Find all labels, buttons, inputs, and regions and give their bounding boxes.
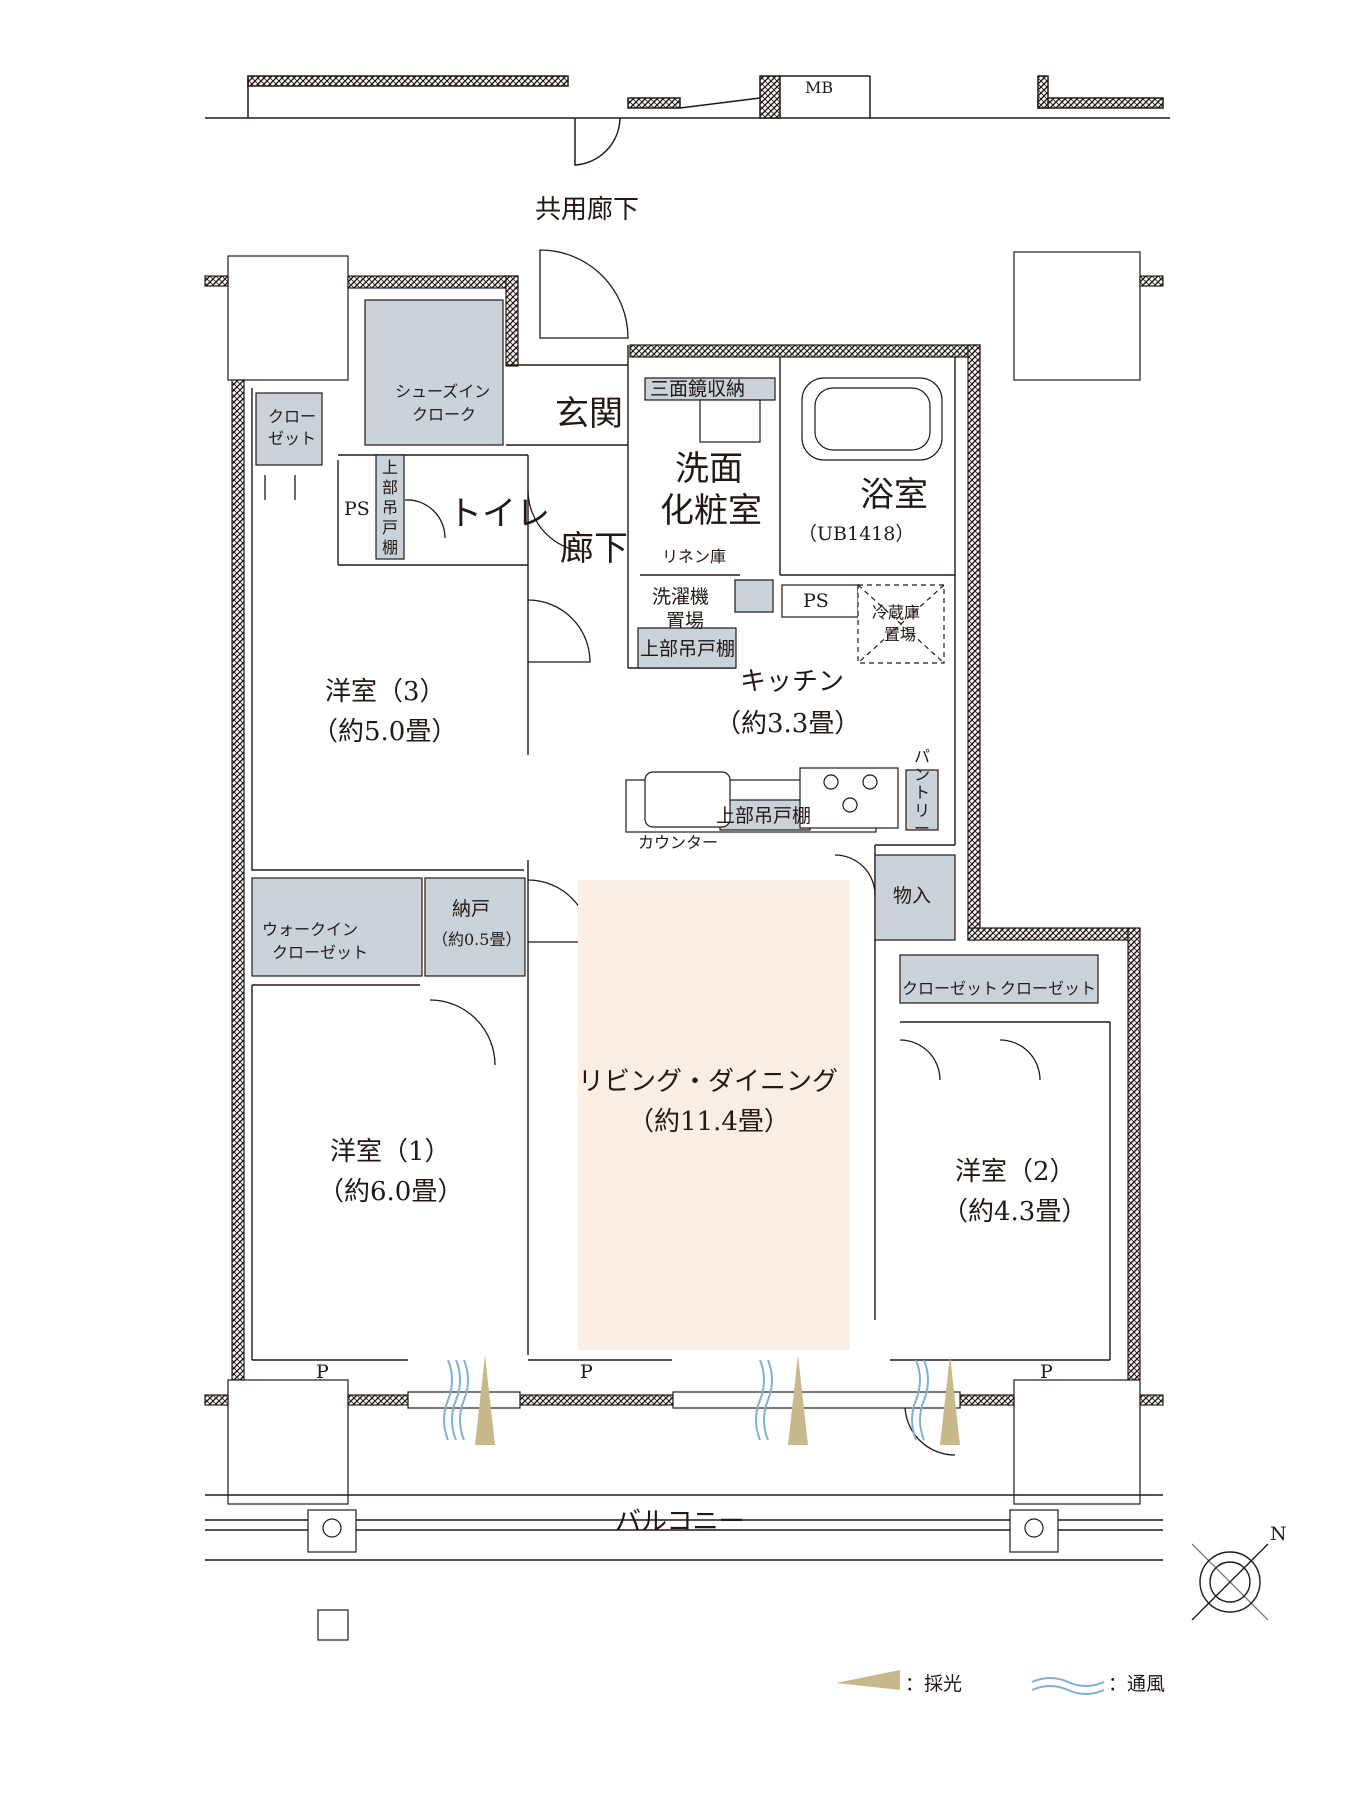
- linen-label: リネン庫: [662, 547, 726, 566]
- upper-shelf-wash-label: 上部吊戸棚: [640, 638, 735, 660]
- p-label-center: P: [580, 1361, 593, 1383]
- mirror-storage-label: 三面鏡収納: [650, 378, 745, 400]
- room3-label: 洋室（3）: [325, 677, 446, 707]
- upper-shelf-toilet-label-3: 吊: [382, 498, 398, 517]
- fridge-label-2: 置場: [884, 625, 916, 644]
- living-highlight: [578, 880, 850, 1350]
- ps-left-label: PS: [344, 498, 370, 520]
- closet-right-1-label: クローゼット: [902, 979, 998, 998]
- p-label-right: P: [1040, 1361, 1053, 1383]
- nando-size-label: （約0.5畳）: [432, 930, 521, 949]
- north-label: N: [1270, 1523, 1287, 1545]
- toilet-label: トイレ: [448, 494, 550, 534]
- pantry-label-2: ン: [914, 765, 930, 784]
- corridor-label: 廊下: [560, 529, 628, 569]
- legend-light-label: ：採光: [905, 1673, 962, 1695]
- closet-top-left-label-2: ゼット: [268, 429, 316, 448]
- wind-markers: [443, 1359, 1105, 1695]
- closet-right-2-label: クローゼット: [1000, 979, 1096, 998]
- balcony-units: [307, 1509, 1059, 1641]
- light-markers: [475, 1355, 960, 1690]
- door-swings: [264, 249, 1041, 1456]
- common-corridor-label: 共用廊下: [535, 195, 639, 225]
- top-corridor-walls: [205, 75, 1170, 166]
- mb-label: MB: [805, 78, 833, 97]
- walkin-closet-label-2: クローゼット: [272, 943, 368, 962]
- kitchen-size-label: （約3.3畳）: [715, 709, 860, 739]
- shoes-in-label-2: クローク: [412, 405, 476, 424]
- living-size-label: （約11.4畳）: [628, 1107, 790, 1137]
- storage-label: 物入: [893, 885, 931, 907]
- compass-icon: [1191, 1543, 1269, 1621]
- upper-shelf-toilet-label-2: 部: [382, 478, 398, 497]
- balcony-label: バルコニー: [615, 1507, 744, 1537]
- upper-shelf-toilet-label-1: 上: [382, 458, 398, 477]
- ps-kitchen-label: PS: [803, 590, 829, 612]
- entrance-label: 玄関: [555, 394, 623, 434]
- room1-label: 洋室（1）: [330, 1137, 451, 1167]
- washer-label-2: 置場: [666, 610, 704, 632]
- washroom-label-2: 化粧室: [660, 491, 762, 531]
- p-label-left: P: [316, 1361, 329, 1383]
- room1-size-label: （約6.0畳）: [318, 1177, 463, 1207]
- upper-shelf-toilet-label-5: 棚: [382, 538, 398, 557]
- room-labels: シューズイン クローク 玄関 クロー ゼット PS 上 部 吊 戸 棚 トイレ …: [262, 378, 1287, 1695]
- room2-label: 洋室（2）: [955, 1157, 1076, 1187]
- washroom-label: 洗面: [675, 449, 743, 489]
- outer-walls: [204, 251, 1164, 1505]
- nando-label: 納戸: [452, 898, 490, 920]
- fixtures-white: [644, 377, 945, 829]
- living-label: リビング・ダイニング: [578, 1067, 838, 1097]
- washer-label: 洗濯機: [652, 586, 709, 608]
- kitchen-label: キッチン: [740, 667, 844, 697]
- bath-size-label: （UB1418）: [798, 523, 914, 545]
- pantry-label-4: リ: [914, 801, 930, 820]
- fridge-label: 冷蔵庫: [872, 603, 920, 622]
- upper-shelf-kitchen-label: 上部吊戸棚: [716, 805, 811, 827]
- pantry-label-3: ト: [914, 783, 930, 802]
- pantry-label-5: ー: [914, 819, 930, 838]
- pantry-label-1: パ: [914, 747, 930, 766]
- windows: [407, 1391, 961, 1409]
- counter-label: カウンター: [638, 833, 718, 852]
- shoes-in-label: シューズイン: [395, 382, 490, 401]
- room2-size-label: （約4.3畳）: [942, 1197, 1087, 1227]
- closet-top-left-label: クロー: [268, 407, 316, 426]
- legend-wind-label: ：通風: [1108, 1673, 1165, 1695]
- bath-label: 浴室: [860, 475, 928, 515]
- walkin-closet-label: ウォークイン: [262, 920, 358, 939]
- room3-size-label: （約5.0畳）: [312, 717, 457, 747]
- upper-shelf-toilet-label-4: 戸: [382, 518, 398, 537]
